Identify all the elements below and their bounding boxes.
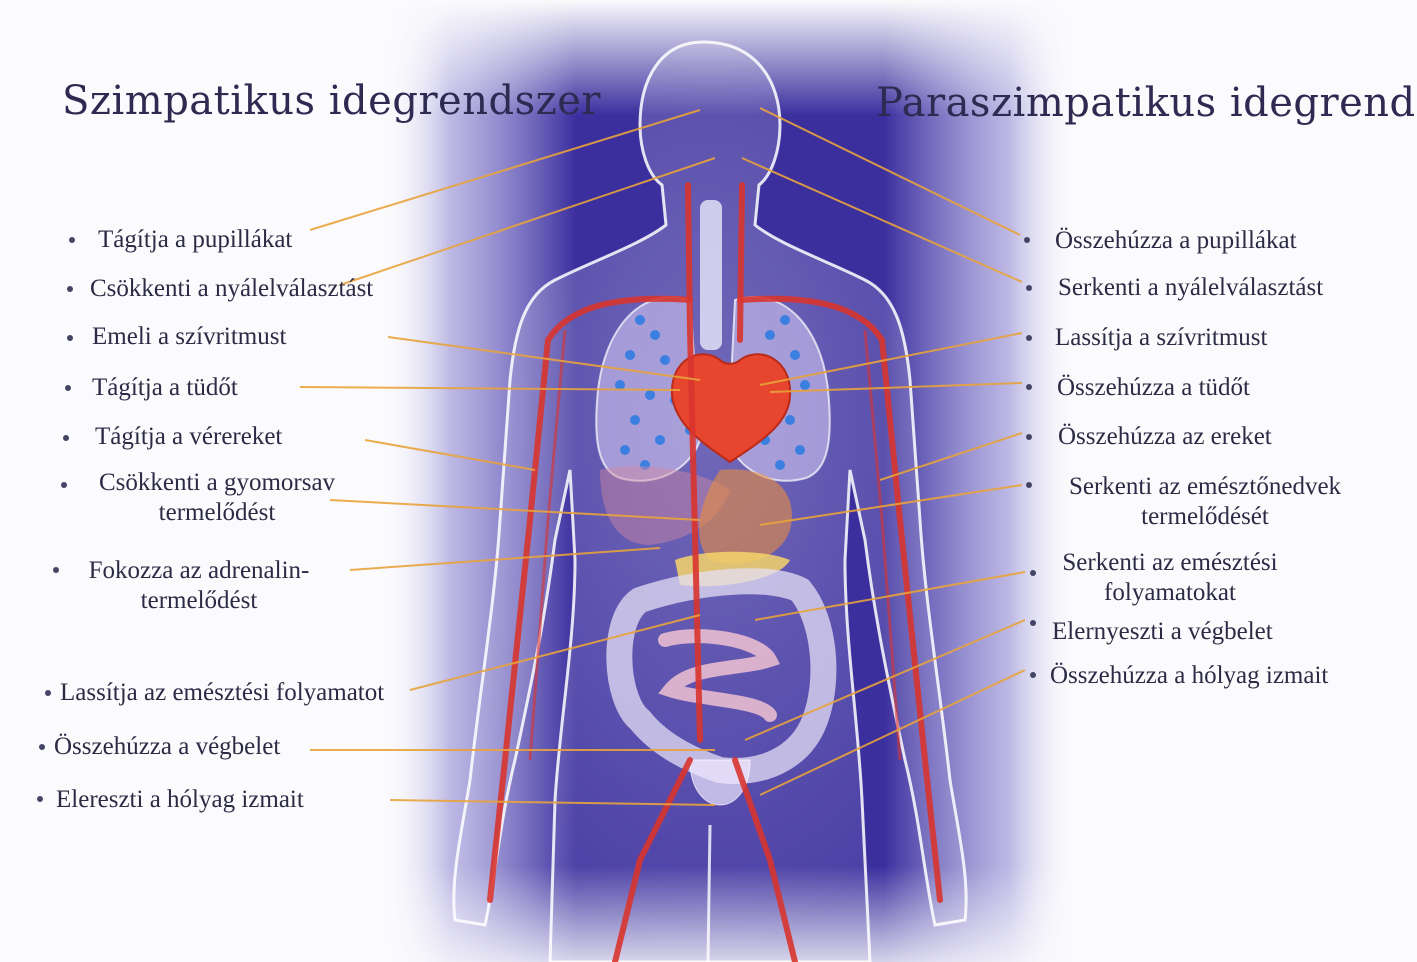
alveolus	[660, 355, 670, 365]
alveolus	[635, 315, 645, 325]
alveolus	[625, 350, 635, 360]
alveolus	[780, 315, 790, 325]
bullet	[61, 482, 67, 488]
title-parasympathetic: Paraszimpatikus idegrendszer	[876, 80, 1417, 126]
bullet	[67, 335, 73, 341]
bullet	[45, 690, 51, 696]
right-label-digestion: Serkenti az emésztési folyamatokat	[1045, 548, 1295, 608]
bullet	[1026, 285, 1032, 291]
right-label-rectum: Elernyeszti a végbelet	[1052, 617, 1273, 647]
bullet	[1026, 384, 1032, 390]
bullet	[1026, 335, 1032, 341]
right-label-vessels: Összehúzza az ereket	[1058, 422, 1272, 452]
alveolus	[800, 380, 810, 390]
bullet	[37, 796, 43, 802]
bullet	[1024, 237, 1030, 243]
left-label-saliva: Csökkenti a nyálelválasztást	[90, 274, 373, 304]
left-label-lungs: Tágítja a tüdőt	[92, 373, 238, 403]
bullet	[1026, 434, 1032, 440]
bullet	[69, 237, 75, 243]
left-label-vessels: Tágítja a vérereket	[95, 422, 282, 452]
right-label-saliva: Serkenti a nyálelválasztást	[1058, 273, 1323, 303]
alveolus	[785, 415, 795, 425]
left-label-adrenaline: Fokozza az adrenalin-termelődést	[74, 556, 324, 616]
right-label-bladder: Összehúzza a hólyag izmait	[1050, 661, 1328, 691]
trachea	[700, 200, 722, 350]
bullet	[1030, 672, 1036, 678]
right-label-digestive-juices: Serkenti az emésztőnedvek termelődését	[1050, 472, 1360, 532]
alveolus	[630, 415, 640, 425]
bullet	[67, 286, 73, 292]
alveolus	[790, 350, 800, 360]
bullet	[65, 385, 71, 391]
bullet	[53, 567, 59, 573]
right-label-heartrate: Lassítja a szívritmust	[1055, 323, 1267, 353]
left-label-gastric-acid: Csökkenti a gyomorsav termelődést	[82, 468, 352, 528]
left-label-bladder: Elereszti a hólyag izmait	[56, 785, 304, 815]
right-label-lungs: Összehúzza a tüdőt	[1057, 373, 1250, 403]
left-label-rectum: Összehúzza a végbelet	[54, 732, 280, 762]
alveolus	[655, 435, 665, 445]
alveolus	[645, 390, 655, 400]
right-label-pupils: Összehúzza a pupillákat	[1055, 226, 1297, 256]
bullet	[1030, 620, 1036, 626]
alveolus	[795, 445, 805, 455]
left-label-digestion: Lassítja az emésztési folyamatot	[60, 678, 384, 708]
bullet	[39, 744, 45, 750]
left-label-pupils: Tágítja a pupillákat	[98, 225, 292, 255]
title-sympathetic: Szimpatikus idegrendszer	[62, 78, 601, 124]
left-label-heartrate: Emeli a szívritmust	[92, 322, 286, 352]
alveolus	[620, 445, 630, 455]
alveolus	[650, 330, 660, 340]
bullet	[1026, 482, 1032, 488]
bullet	[1030, 570, 1036, 576]
bullet	[63, 435, 69, 441]
alveolus	[765, 330, 775, 340]
alveolus	[775, 460, 785, 470]
